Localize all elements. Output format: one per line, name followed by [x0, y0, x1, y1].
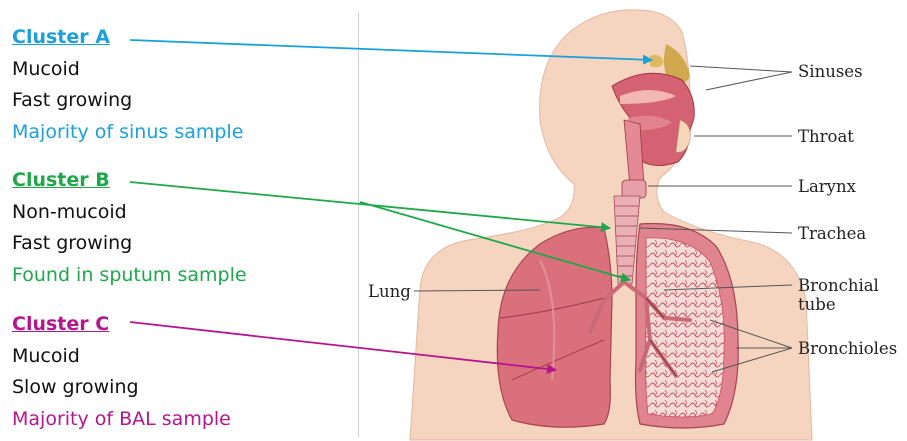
label-trachea: Trachea — [798, 224, 866, 243]
label-throat: Throat — [798, 127, 854, 146]
larynx — [622, 180, 646, 198]
label-larynx: Larynx — [798, 177, 856, 196]
label-bronchial-tube: Bronchial tube — [798, 276, 878, 314]
label-bronchioles: Bronchioles — [798, 339, 897, 358]
label-sinuses: Sinuses — [798, 62, 863, 81]
label-lung: Lung — [368, 282, 411, 301]
body-silhouette — [410, 10, 812, 440]
